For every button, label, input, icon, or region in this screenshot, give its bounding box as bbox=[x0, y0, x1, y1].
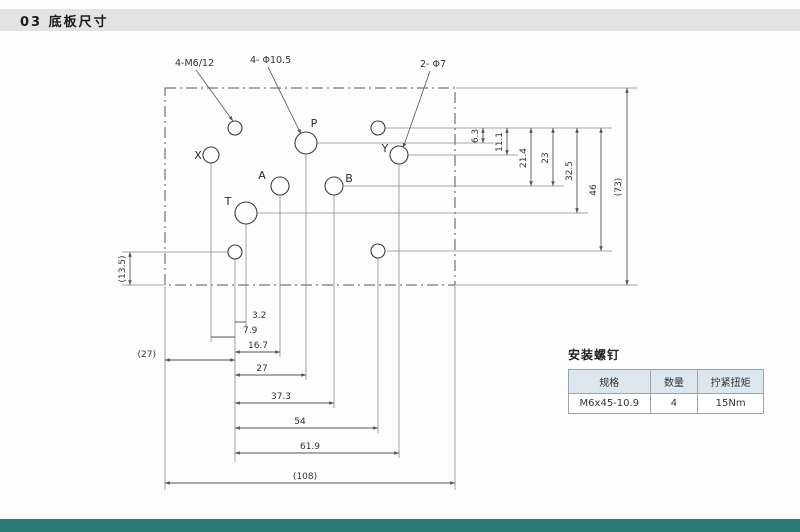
hole-m6-top-left bbox=[227, 120, 243, 136]
cell-spec: M6x45-10.9 bbox=[568, 393, 651, 414]
dim-label-7-9: 7.9 bbox=[243, 326, 258, 336]
dim-label-37-3: 37.3 bbox=[271, 392, 291, 402]
dim-label-27: 27 bbox=[256, 364, 267, 374]
footer-accent-bar bbox=[0, 519, 800, 532]
port-label-y: Y bbox=[381, 142, 389, 155]
table-header-row: 规格 数量 拧紧扭矩 bbox=[568, 369, 764, 394]
hole-p bbox=[294, 131, 318, 155]
mounting-screw-table: 规格 数量 拧紧扭矩 M6x45-10.9 4 15Nm bbox=[568, 369, 764, 414]
dim-label-16-7: 16.7 bbox=[248, 341, 268, 351]
mounting-screw-title: 安装螺钉 bbox=[568, 348, 621, 362]
port-label-x: X bbox=[194, 149, 202, 162]
dim-label-6-3: 6.3 bbox=[471, 129, 481, 143]
hole-a bbox=[270, 176, 290, 196]
leader-lines bbox=[195, 66, 431, 149]
dimension-lines bbox=[128, 88, 629, 485]
hole-x bbox=[202, 146, 220, 164]
port-label-a: A bbox=[258, 169, 266, 182]
table-row: M6x45-10.9 4 15Nm bbox=[568, 393, 764, 414]
hole-b bbox=[324, 176, 344, 196]
dim-label-46: 46 bbox=[589, 184, 599, 196]
port-label-b: B bbox=[345, 172, 353, 185]
baseplate-outline bbox=[164, 87, 456, 286]
port-label-p: P bbox=[311, 117, 318, 130]
dim-label-54: 54 bbox=[294, 417, 306, 427]
dim-label-32-5: 32.5 bbox=[565, 161, 575, 181]
dim-label-23: 23 bbox=[541, 152, 551, 163]
table-header-quantity: 数量 bbox=[649, 369, 699, 394]
page-header: 03 底板尺寸 bbox=[0, 9, 800, 31]
cell-torque: 15Nm bbox=[697, 393, 764, 414]
dim-label-108: (108) bbox=[293, 472, 317, 482]
callout-phi7: 2- Φ7 bbox=[420, 59, 446, 70]
mounting-screw-section: 安装螺钉 规格 数量 拧紧扭矩 M6x45-10.9 4 15Nm bbox=[568, 346, 764, 414]
hole-m6-bottom-right bbox=[370, 243, 386, 259]
page-title: 03 底板尺寸 bbox=[20, 14, 109, 30]
holes bbox=[202, 120, 409, 260]
table-header-spec: 规格 bbox=[568, 369, 651, 394]
dim-label-3-2: 3.2 bbox=[252, 311, 266, 321]
callout-m6: 4-M6/12 bbox=[175, 58, 214, 69]
dim-label-11-1: 11.1 bbox=[495, 132, 505, 152]
hole-y bbox=[389, 145, 409, 165]
cell-quantity: 4 bbox=[649, 393, 699, 414]
table-header-torque: 拧紧扭矩 bbox=[697, 369, 764, 394]
dim-label-27-left: (27) bbox=[138, 350, 156, 360]
dim-label-61-9: 61.9 bbox=[300, 442, 320, 452]
callout-phi10-5: 4- Φ10.5 bbox=[250, 55, 291, 66]
port-label-t: T bbox=[224, 195, 232, 208]
dim-label-13-5: (13.5) bbox=[118, 255, 128, 282]
hole-m6-bottom-left bbox=[227, 244, 243, 260]
hole-m6-top-right bbox=[370, 120, 386, 136]
extension-lines bbox=[122, 87, 638, 490]
hole-t bbox=[234, 201, 258, 225]
dim-label-73: (73) bbox=[614, 178, 624, 196]
dim-label-21-4: 21.4 bbox=[519, 148, 529, 168]
